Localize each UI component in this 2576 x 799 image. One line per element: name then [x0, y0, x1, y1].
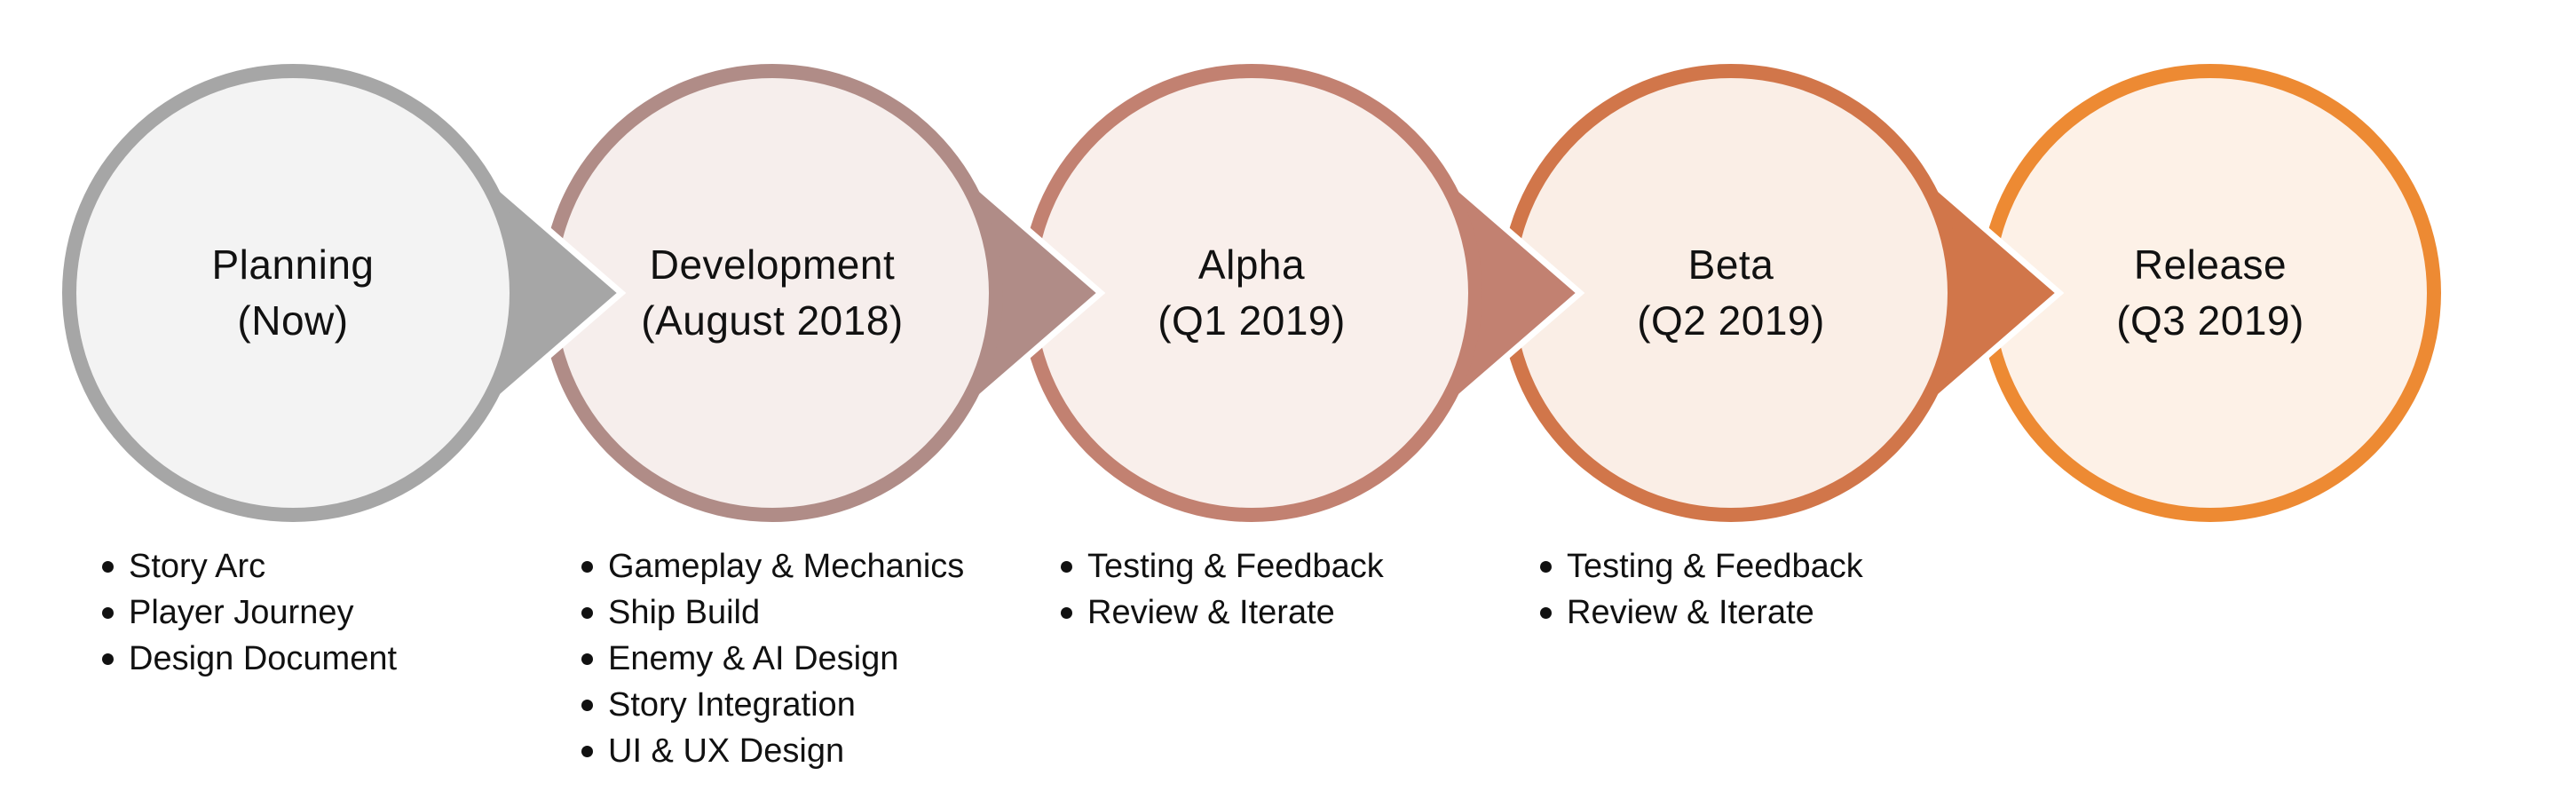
stage-title-line1: Planning — [211, 241, 375, 288]
bullet-dot-icon — [581, 607, 593, 619]
stage-title-line2: (Q2 2019) — [1637, 297, 1825, 344]
bullet-dot-icon — [581, 561, 593, 573]
stage-title-line2: (Now) — [237, 297, 349, 344]
bullet-item: Testing & Feedback — [1540, 543, 1863, 589]
bullet-dot-icon — [581, 653, 593, 665]
bullet-dot-icon — [102, 607, 114, 619]
bullet-item-label: Design Document — [129, 640, 398, 677]
stage-title-line1: Release — [2133, 241, 2288, 288]
bullet-item-label: Enemy & AI Design — [608, 640, 899, 677]
bullet-item: Gameplay & Mechanics — [581, 543, 964, 589]
bullet-dot-icon — [581, 700, 593, 711]
stage-bullet-list: Testing & Feedback Review & Iterate — [1061, 543, 1384, 636]
stage-title-line1: Development — [649, 241, 896, 288]
bullet-item-label: Testing & Feedback — [1567, 548, 1863, 585]
stage-title: Release (Q3 2019) — [2116, 237, 2304, 349]
bullet-dot-icon — [102, 561, 114, 573]
stage-title-line1: Alpha — [1197, 241, 1306, 288]
bullet-item-label: Review & Iterate — [1567, 594, 1814, 631]
bullet-dot-icon — [102, 653, 114, 665]
bullet-item-label: UI & UX Design — [608, 732, 845, 770]
bullet-dot-icon — [581, 746, 593, 757]
stage-bullet-list: Story Arc Player Journey Design Document — [102, 543, 397, 682]
stage-title: Beta (Q2 2019) — [1637, 237, 1825, 349]
stage-title: Planning (Now) — [211, 237, 374, 349]
stage-bullet-list: Testing & Feedback Review & Iterate — [1540, 543, 1863, 636]
bullet-dot-icon — [1540, 607, 1552, 619]
bullet-item: Review & Iterate — [1061, 589, 1384, 636]
bullet-item: Enemy & AI Design — [581, 636, 964, 682]
bullet-dot-icon — [1061, 561, 1072, 573]
bullet-dot-icon — [1540, 561, 1552, 573]
bullet-item: Review & Iterate — [1540, 589, 1863, 636]
bullet-item: Testing & Feedback — [1061, 543, 1384, 589]
bullet-dot-icon — [1061, 607, 1072, 619]
bullet-item: Design Document — [102, 636, 397, 682]
bullet-item-label: Testing & Feedback — [1087, 548, 1384, 585]
stage-title-line2: (August 2018) — [641, 297, 904, 344]
bullet-item: Player Journey — [102, 589, 397, 636]
bullet-item: Story Arc — [102, 543, 397, 589]
bullet-item: UI & UX Design — [581, 728, 964, 774]
bullet-item-label: Review & Iterate — [1087, 594, 1335, 631]
bullet-item: Story Integration — [581, 682, 964, 728]
stage-bullet-list: Gameplay & Mechanics Ship Build Enemy & … — [581, 543, 964, 774]
bullet-item-label: Story Arc — [129, 548, 266, 585]
stage-title: Development (August 2018) — [641, 237, 903, 349]
stage-title-line1: Beta — [1687, 241, 1774, 288]
bullet-item-label: Ship Build — [608, 594, 761, 631]
bullet-item: Ship Build — [581, 589, 964, 636]
bullet-item-label: Player Journey — [129, 594, 354, 631]
stage-title-line2: (Q3 2019) — [2116, 297, 2304, 344]
bullet-item-label: Gameplay & Mechanics — [608, 548, 965, 585]
stage-title-line2: (Q1 2019) — [1158, 297, 1346, 344]
stage-circle: Planning (Now) — [62, 64, 524, 522]
stage-title: Alpha (Q1 2019) — [1158, 237, 1346, 349]
bullet-item-label: Story Integration — [608, 686, 856, 724]
